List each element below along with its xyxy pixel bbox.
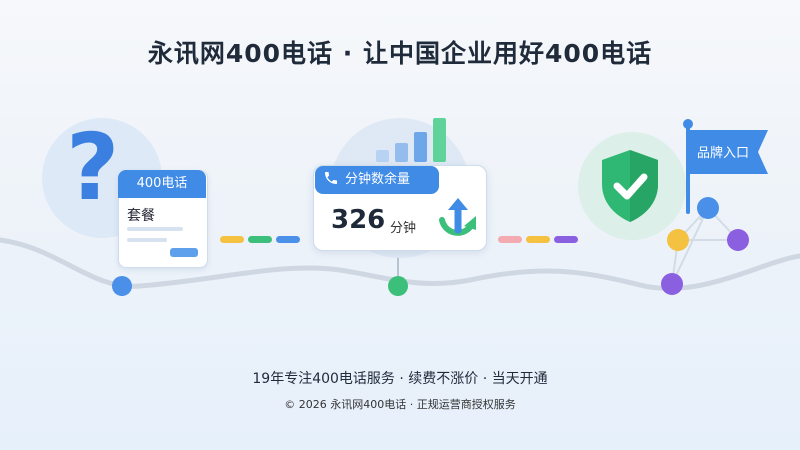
dash-yellow	[220, 236, 244, 243]
bar-chart-icon	[376, 150, 389, 162]
bar-chart-icon	[395, 143, 408, 162]
minutes-value: 326	[331, 205, 386, 235]
tagline: 19年专注400电话服务 · 续费不涨价 · 当天开通	[252, 371, 548, 387]
page-title: 永讯网400电话 · 让中国企业用好400电话	[147, 39, 653, 68]
dash-pink	[498, 236, 522, 243]
minutes-pill-label: 分钟数余量	[345, 172, 411, 187]
bar-chart-icon	[414, 132, 427, 162]
refresh-icon	[439, 198, 476, 236]
bar-chart-icon	[433, 118, 446, 162]
dash-purple	[554, 236, 578, 243]
timeline-dot-green	[388, 276, 408, 296]
minutes-pill: 分钟数余量	[315, 166, 439, 194]
question-mark-icon: ?	[66, 114, 120, 221]
dash-blue	[276, 236, 300, 243]
phone-icon	[317, 166, 345, 194]
shield-check-icon	[602, 150, 658, 222]
flag-label: 品牌入口	[697, 146, 750, 161]
placeholder-line	[127, 238, 167, 242]
network-icon	[661, 197, 749, 295]
flag-pole	[686, 124, 690, 214]
copyright: © 2026 永讯网400电话 · 正规运营商授权服务	[284, 398, 516, 411]
flag-icon	[690, 130, 768, 174]
package-card-body: 套餐	[127, 208, 155, 224]
dash-yellow	[526, 236, 550, 243]
flag-pole-top	[683, 119, 693, 129]
placeholder-line	[127, 227, 183, 231]
package-card-header: 400电话	[118, 170, 206, 198]
dash-green	[248, 236, 272, 243]
timeline-dot-blue	[112, 276, 132, 296]
minutes-unit: 分钟	[390, 221, 417, 236]
package-card-button	[170, 248, 198, 257]
